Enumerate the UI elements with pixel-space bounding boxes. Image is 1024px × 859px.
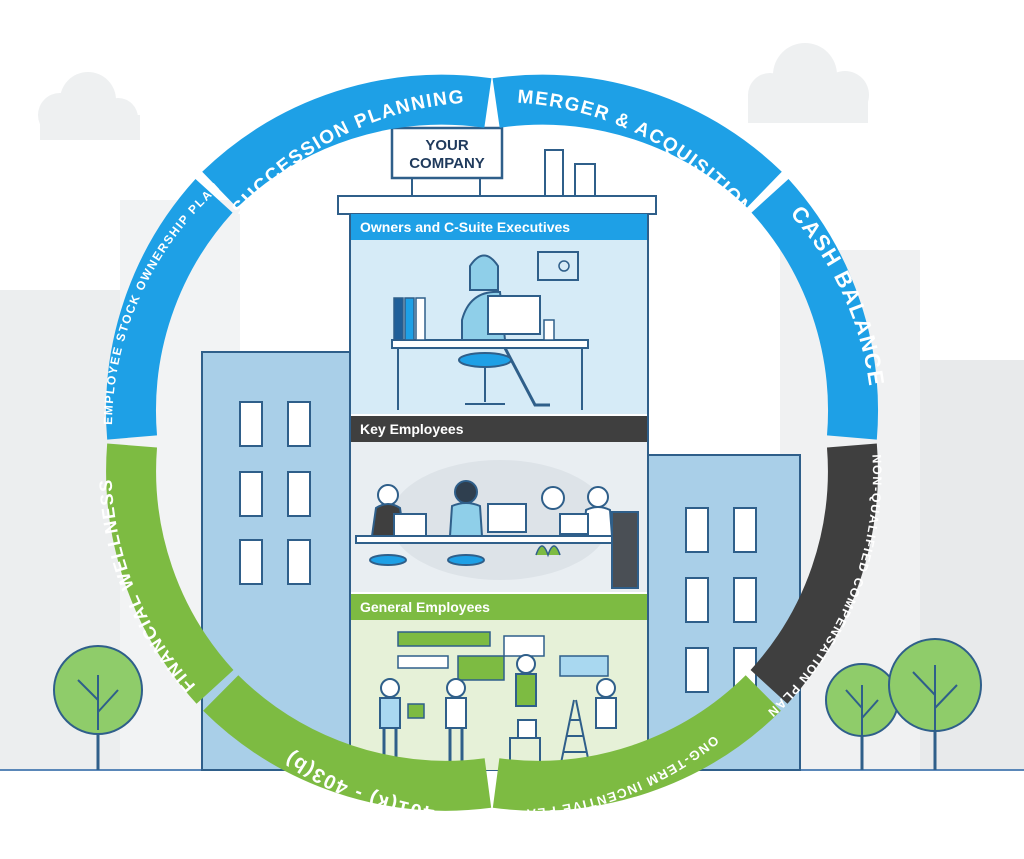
general-employee-2 (446, 678, 466, 698)
general-employee-1 (380, 678, 400, 698)
right-building (647, 454, 801, 771)
binder (393, 297, 404, 341)
ring-arcs (105, 74, 879, 811)
cloud-right (748, 43, 869, 123)
roof-ledge (337, 195, 657, 215)
main-building: YOUR COMPANY Owners and C-Suite Executiv… (337, 126, 657, 771)
office-chair (458, 352, 512, 368)
wall-clock (541, 486, 565, 510)
floor-label-bar-executives (351, 214, 647, 240)
meeting-table (355, 535, 637, 544)
key-employee-1 (377, 484, 399, 506)
framed-certificate (537, 251, 579, 281)
floor-label-bar-key (351, 416, 647, 442)
board-card-1 (397, 631, 491, 647)
executive-monitor (487, 295, 541, 335)
general-employee-3 (516, 654, 536, 674)
laptop-3 (559, 513, 589, 535)
floor-label-general: General Employees (360, 599, 490, 615)
floor-label-key: Key Employees (360, 421, 464, 437)
key-employee-3 (587, 486, 609, 508)
key-employees-scene (355, 460, 639, 589)
coffee-cup (543, 319, 555, 341)
sign-line-1: YOUR (425, 137, 469, 154)
monitor-2 (487, 503, 527, 533)
tree-right-2 (888, 638, 982, 770)
floor-label-executives: Owners and C-Suite Executives (360, 219, 570, 235)
cloud-left (38, 72, 140, 140)
tree-left (53, 645, 143, 770)
executive-desk (391, 339, 589, 349)
potted-plant (535, 545, 561, 558)
executive-scene (391, 251, 589, 410)
laptop-1 (393, 513, 427, 537)
roof-chimney-tall (544, 149, 564, 197)
company-sign: YOUR COMPANY (390, 126, 504, 196)
key-employee-2 (454, 480, 478, 504)
sign-line-2: COMPANY (409, 155, 485, 172)
general-employee-4 (596, 678, 616, 698)
floor-label-bar-general (351, 594, 647, 620)
armchair (611, 511, 639, 589)
roof-chimney-short (574, 163, 596, 197)
